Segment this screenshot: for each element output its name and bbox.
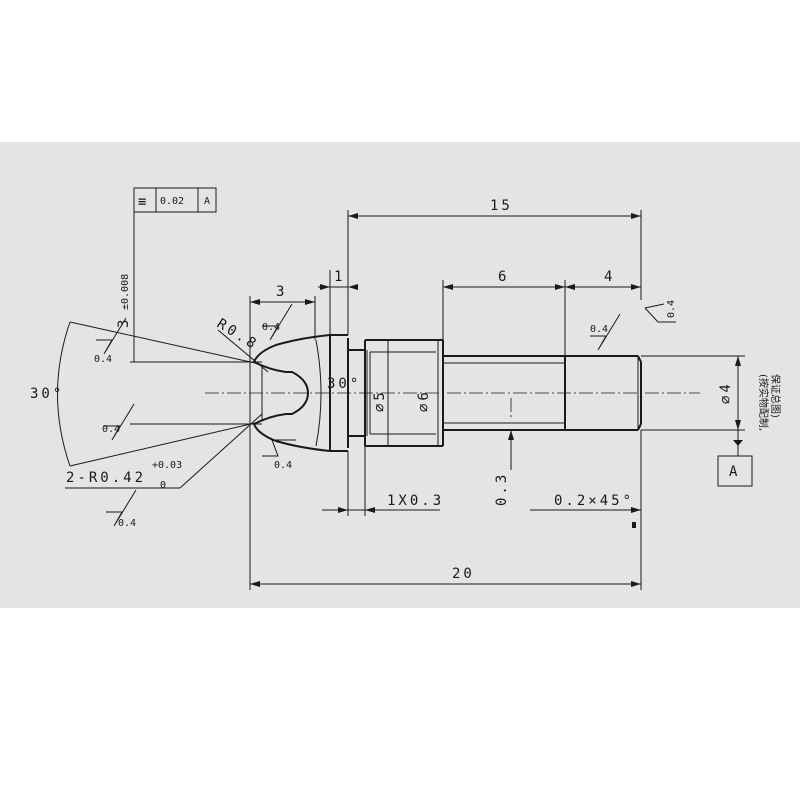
svg-text:0.4: 0.4	[666, 300, 677, 318]
roughness-symbol: 0.4	[106, 489, 137, 529]
dim-1: 1	[334, 269, 345, 285]
dim-dia-6: ⌀6	[416, 389, 432, 412]
dim-radius-2-tol-upper: +0.03	[152, 460, 182, 471]
ink-mark	[632, 522, 636, 528]
roughness-symbol: 0.4	[94, 317, 127, 365]
dim-dia-4: ⌀4	[718, 381, 734, 404]
datum-label: A	[729, 464, 740, 480]
dimension-lines	[57, 210, 745, 590]
dim-tip-radius: R0.8	[214, 316, 261, 354]
dim-20: 20	[452, 566, 475, 582]
dim-dia-5: ⌀5	[372, 389, 388, 412]
svg-text:0.4: 0.4	[262, 322, 280, 333]
dim-radius-2-tol-lower: 0	[160, 480, 166, 491]
dim-thickness-3: 3	[116, 317, 132, 328]
roughness-symbol: 0.4	[262, 439, 296, 471]
note-line-1: (按实物配制,	[757, 374, 770, 431]
note-line-2: 保证总图)	[769, 374, 782, 418]
dim-depth: 0.3	[494, 472, 510, 506]
dim-thickness-3-tol: ±0.008	[120, 274, 131, 310]
roughness-symbol: 0.4	[644, 300, 677, 323]
arrowheads	[250, 213, 741, 587]
datum-marker: A	[717, 430, 753, 487]
drawing-sheet	[0, 142, 800, 608]
dim-3: 3	[276, 284, 287, 300]
dim-groove: 1X0.3	[387, 493, 444, 509]
roughness-symbols: 0.4 0.4 0.4 0.4 0.4 0.4 0.4	[94, 300, 677, 529]
roughness-symbol: 0.4	[590, 313, 621, 351]
roughness-symbol: 0.4	[262, 303, 293, 341]
dim-15: 15	[490, 198, 513, 214]
dim-radius-2: 2-R0.42	[66, 470, 146, 486]
dim-angle-30-head: 30°	[327, 376, 361, 392]
svg-text:0.4: 0.4	[102, 424, 120, 435]
dim-6: 6	[498, 269, 509, 285]
tolerance-frame: ≡ 0.02 A	[133, 187, 217, 213]
svg-text:0.4: 0.4	[94, 354, 112, 365]
part-outline	[253, 334, 642, 452]
tolerance-value: 0.02	[160, 196, 184, 207]
svg-text:0.4: 0.4	[590, 324, 608, 335]
svg-text:0.4: 0.4	[274, 460, 292, 471]
dim-angle-30: 30°	[30, 386, 64, 402]
dim-chamfer: 0.2×45°	[554, 493, 634, 509]
svg-text:0.4: 0.4	[118, 518, 136, 529]
tolerance-symbol: ≡	[138, 194, 149, 210]
tolerance-datum: A	[204, 196, 210, 207]
roughness-symbol: 0.4	[102, 403, 135, 441]
dim-4: 4	[604, 269, 615, 285]
